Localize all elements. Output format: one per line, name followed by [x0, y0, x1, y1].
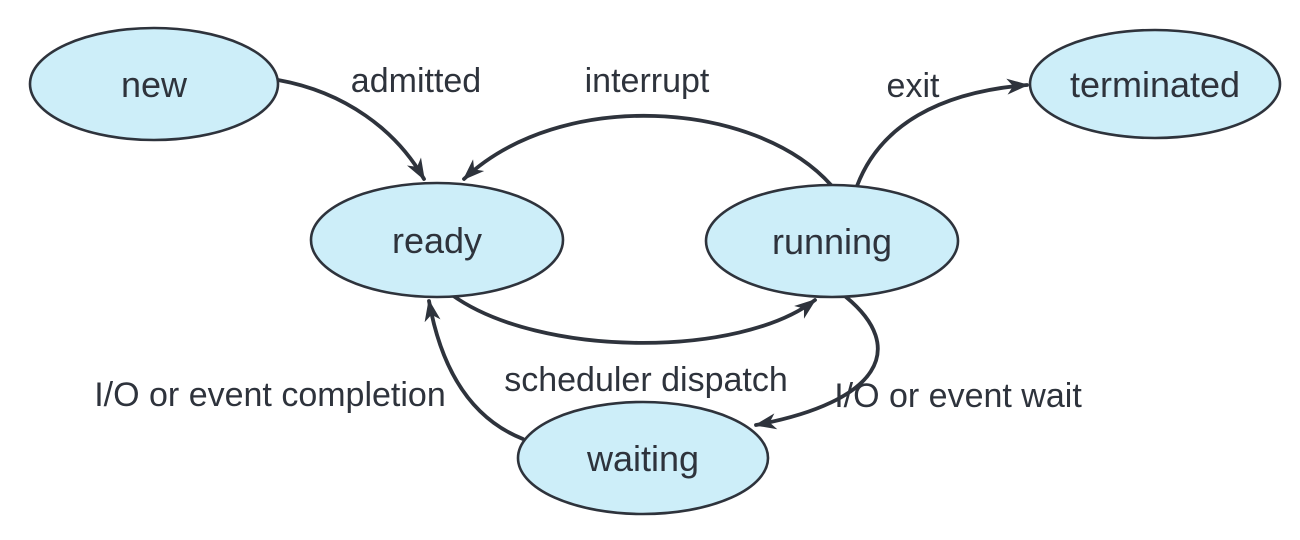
state-node-running: running — [704, 183, 960, 299]
state-label-waiting: waiting — [586, 438, 699, 479]
edge-label-scheduler-dispatch: scheduler dispatch — [504, 361, 788, 399]
state-ellipse-waiting — [516, 400, 770, 516]
state-ellipse-ready — [309, 181, 565, 299]
edge-io-event-completion — [424, 299, 525, 441]
state-node-new: new — [28, 26, 280, 142]
edge-label-io-event-wait: I/O or event wait — [834, 377, 1082, 415]
state-ellipse-terminated — [1028, 28, 1282, 140]
state-label-terminated: terminated — [1070, 64, 1240, 105]
edge-io-event-wait — [754, 295, 880, 430]
state-label-running: running — [772, 221, 892, 262]
edge-label-admitted: admitted — [351, 62, 481, 100]
edge-label-interrupt: interrupt — [585, 62, 710, 100]
state-node-ready: ready — [309, 181, 565, 299]
edge-exit — [855, 78, 1029, 188]
edge-scheduler-dispatch — [450, 293, 817, 345]
state-node-waiting: waiting — [516, 400, 770, 516]
state-ellipse-running — [704, 183, 960, 299]
state-ellipse-new — [28, 26, 280, 142]
edge-interrupt — [462, 114, 833, 187]
edges — [276, 78, 1029, 441]
state-node-terminated: terminated — [1028, 28, 1282, 140]
edge-label-io-event-completion: I/O or event completion — [94, 376, 446, 414]
edge-labels: admitted interrupt exit scheduler dispat… — [94, 62, 1082, 415]
state-label-ready: ready — [392, 220, 482, 261]
edge-label-exit: exit — [887, 67, 940, 105]
state-label-new: new — [121, 64, 188, 105]
edge-admitted — [276, 78, 426, 181]
